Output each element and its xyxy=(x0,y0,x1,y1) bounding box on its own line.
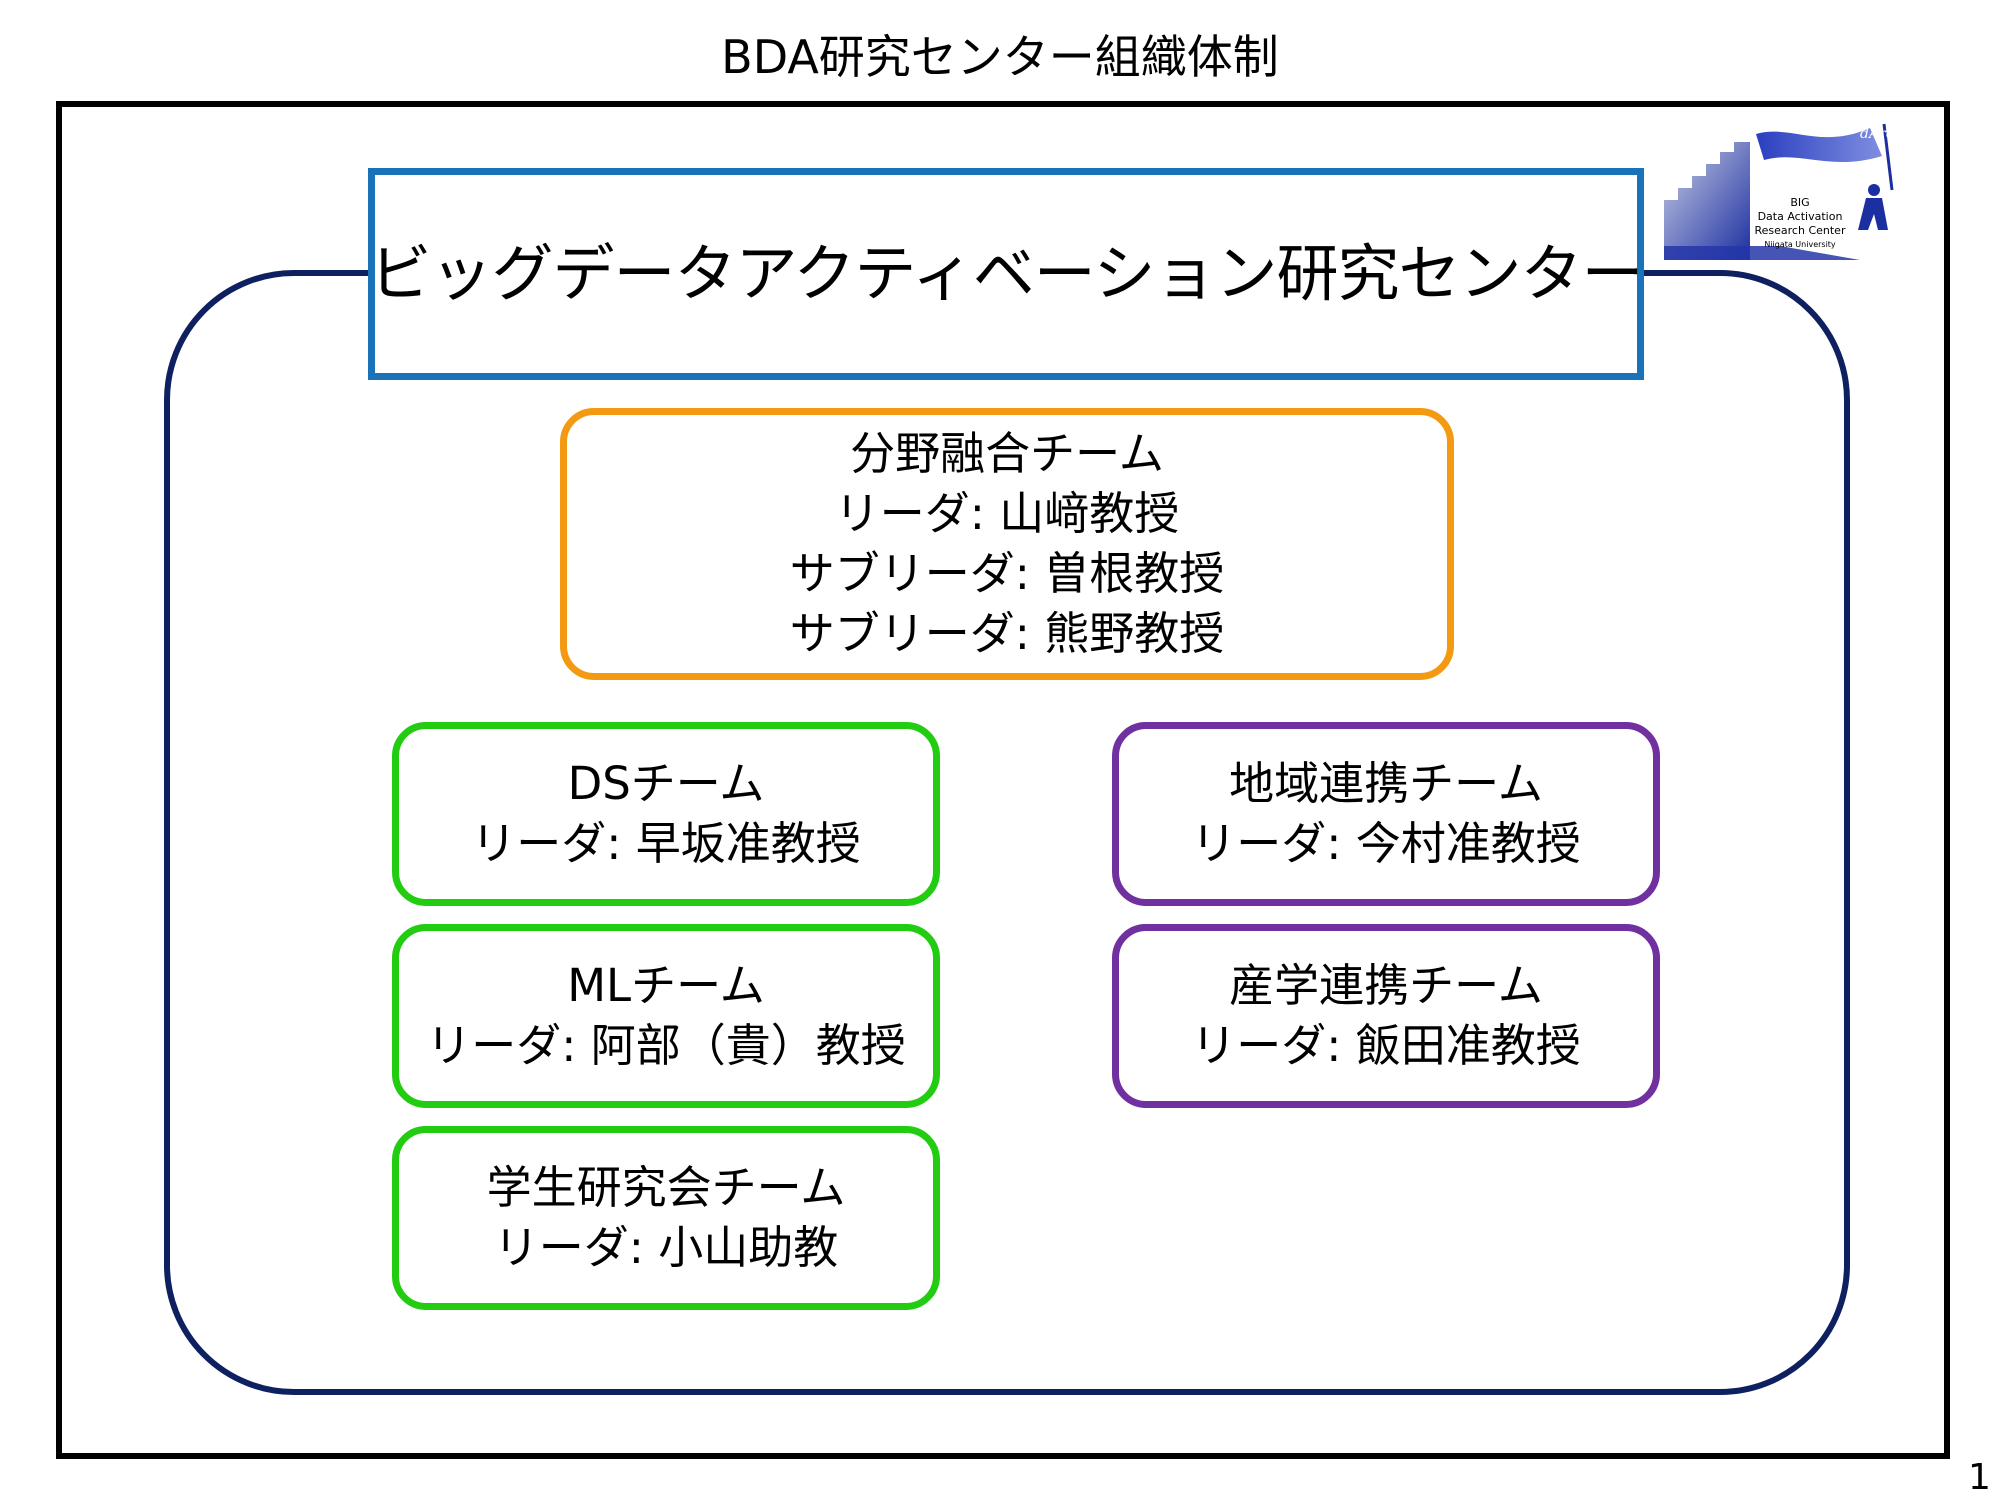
team-leader: リーダ: 阿部（貴）教授 xyxy=(426,1019,906,1072)
team-box-ml: MLチーム リーダ: 阿部（貴）教授 xyxy=(392,924,940,1108)
team-name: 分野融合チーム xyxy=(850,427,1164,480)
team-sub-leader: サブリーダ: 熊野教授 xyxy=(789,607,1225,660)
center-title-box: ビッグデータアクティベーション研究センター xyxy=(368,168,1644,380)
team-box-student: 学生研究会チーム リーダ: 小山助教 xyxy=(392,1126,940,1310)
logo-line: BIG xyxy=(1790,196,1810,209)
team-name: MLチーム xyxy=(567,959,765,1012)
team-leader: リーダ: 小山助教 xyxy=(493,1221,839,1274)
team-box-fusion: 分野融合チーム リーダ: 山﨑教授 サブリーダ: 曽根教授 サブリーダ: 熊野教… xyxy=(560,408,1454,680)
team-box-ds: DSチーム リーダ: 早坂准教授 xyxy=(392,722,940,906)
outer-frame xyxy=(56,101,1950,1459)
bdarc-logo: dArc BIG Data Activation Research Center… xyxy=(1660,120,1910,260)
team-name: 産学連携チーム xyxy=(1229,959,1543,1012)
staircase-flag-logo-icon xyxy=(1664,123,1894,260)
center-title: ビッグデータアクティベーション研究センター xyxy=(369,237,1644,310)
logo-signature: dArc xyxy=(1860,126,1894,142)
page-number: 1 xyxy=(1968,1457,1991,1498)
team-box-regional: 地域連携チーム リーダ: 今村准教授 xyxy=(1112,722,1660,906)
team-box-industry: 産学連携チーム リーダ: 飯田准教授 xyxy=(1112,924,1660,1108)
team-leader: リーダ: 山﨑教授 xyxy=(834,487,1180,540)
team-name: DSチーム xyxy=(567,757,765,810)
team-sub-leader: サブリーダ: 曽根教授 xyxy=(789,547,1225,600)
team-leader: リーダ: 今村准教授 xyxy=(1191,817,1581,870)
logo-line: Research Center xyxy=(1754,224,1846,237)
logo-line: Data Activation xyxy=(1757,210,1843,223)
logo-line: Niigata University xyxy=(1764,240,1836,249)
slide-title: BDA研究センター組織体制 xyxy=(721,30,1279,84)
team-name: 学生研究会チーム xyxy=(486,1161,846,1214)
team-leader: リーダ: 飯田准教授 xyxy=(1191,1019,1581,1072)
team-name: 地域連携チーム xyxy=(1229,757,1543,810)
team-leader: リーダ: 早坂准教授 xyxy=(471,817,861,870)
